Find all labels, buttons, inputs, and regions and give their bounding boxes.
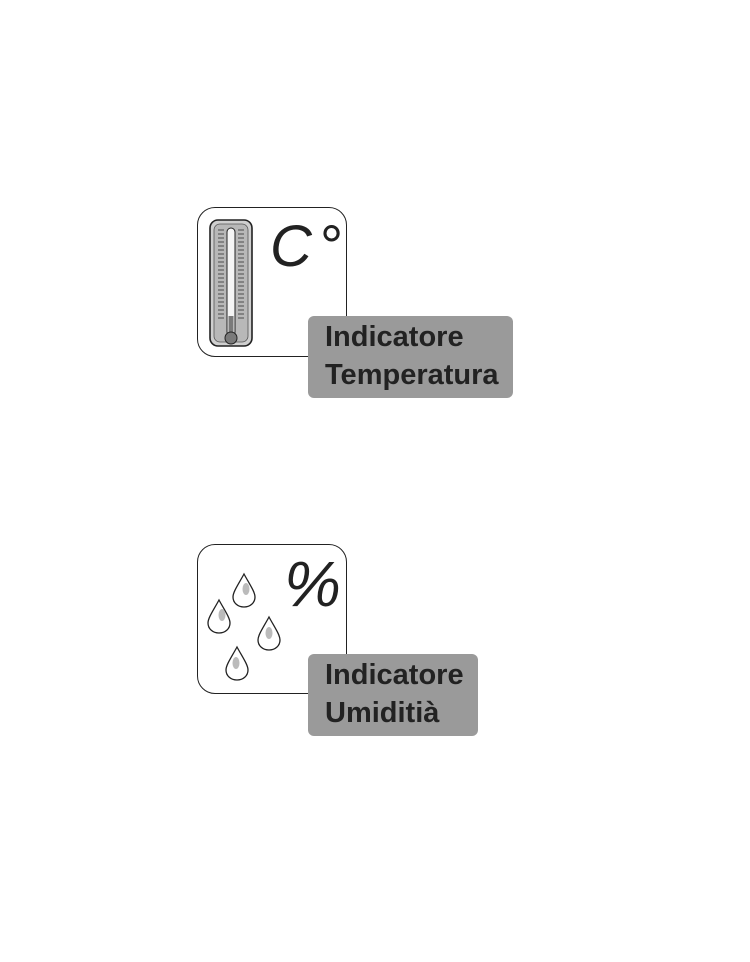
temperature-label: Indicatore Temperatura xyxy=(308,316,513,398)
percent-symbol: % xyxy=(284,548,341,620)
thermometer-icon xyxy=(209,219,253,347)
humidity-indicator: % Indicatore Umiditià xyxy=(197,544,507,736)
temperature-indicator: C° Indicatore Temperatura xyxy=(197,207,542,402)
temperature-label-line2: Temperatura xyxy=(325,359,499,391)
drop-icon xyxy=(225,645,249,681)
celsius-symbol: C° xyxy=(270,214,348,279)
humidity-label: Indicatore Umiditià xyxy=(308,654,478,736)
drop-icon xyxy=(232,572,256,608)
drop-icon xyxy=(257,615,281,651)
water-drops-icon xyxy=(207,572,281,681)
temperature-icon-box: C° xyxy=(197,207,347,357)
humidity-label-line1: Indicatore xyxy=(325,659,464,691)
humidity-label-line2: Umiditià xyxy=(325,697,440,729)
drop-icon xyxy=(207,598,231,634)
temperature-label-line1: Indicatore xyxy=(325,321,464,353)
